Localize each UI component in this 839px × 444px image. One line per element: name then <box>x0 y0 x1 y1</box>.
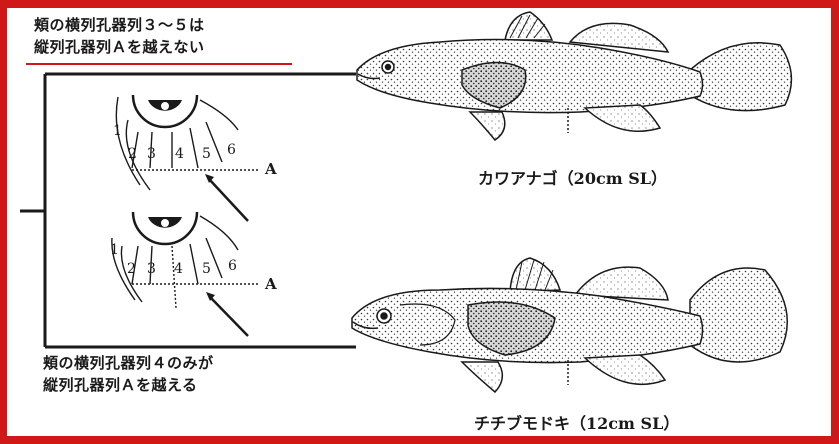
row-number-1: 1 <box>113 123 122 139</box>
row-number-3: 3 <box>147 146 156 162</box>
row-number-1: 1 <box>110 242 119 258</box>
bracket <box>20 74 356 347</box>
line-a-label: A <box>264 275 277 293</box>
row-number-5: 5 <box>202 261 211 277</box>
row-number-3: 3 <box>147 261 156 277</box>
fish-chichibumodoki-illustration <box>352 258 787 392</box>
row-number-6: 6 <box>228 258 237 274</box>
caption-kawaanago: カワアナゴ（20cm SL） <box>478 171 667 187</box>
row-number-4: 4 <box>175 146 184 162</box>
row-number-2: 2 <box>127 261 136 277</box>
row-number-4: 4 <box>174 261 183 277</box>
pore-diagram-top: 1 2 3 4 5 6 A <box>113 95 277 221</box>
eye-outline <box>133 95 197 127</box>
line-a-label: A <box>264 160 277 178</box>
fish-kawaanago-illustration <box>357 12 791 140</box>
pore-diagram-bottom: 1 2 3 4 5 6 A <box>110 212 277 336</box>
row-number-5: 5 <box>202 146 211 162</box>
eye-outline <box>133 212 197 244</box>
row-number-6: 6 <box>227 142 236 158</box>
caption-chichibumodoki: チチブモドキ（12cm SL） <box>474 416 679 432</box>
row-number-2: 2 <box>128 146 137 162</box>
